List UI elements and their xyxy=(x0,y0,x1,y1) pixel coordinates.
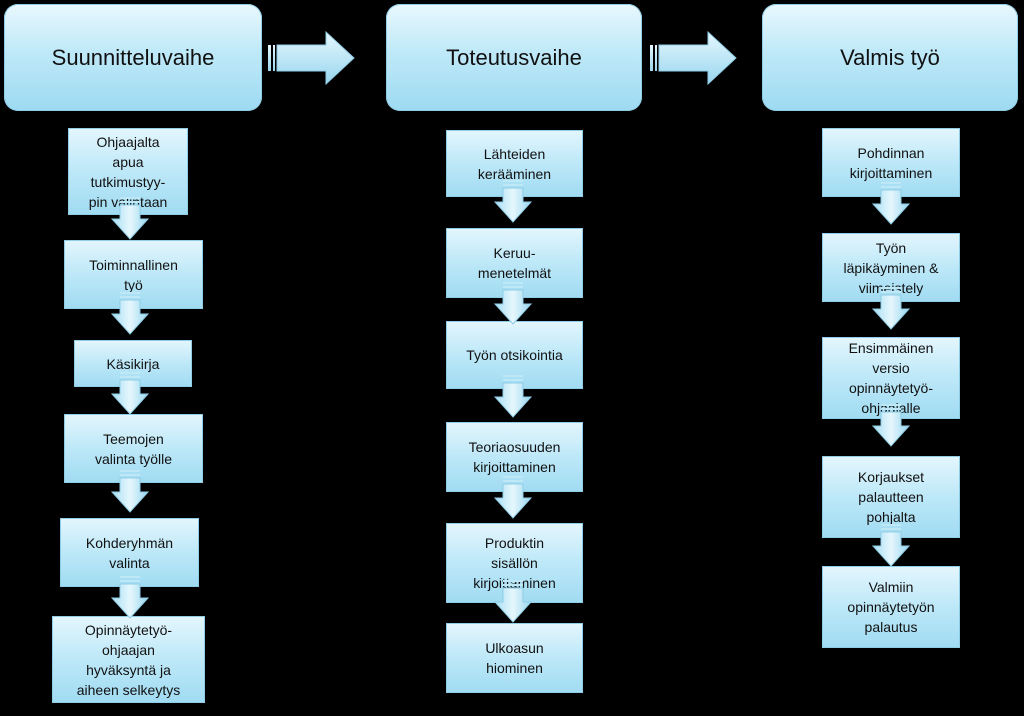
down-arrow-icon xyxy=(111,470,149,514)
down-arrow-icon xyxy=(111,372,149,416)
step-box: Työn läpikäyminen & viimeistely xyxy=(822,233,960,302)
step-box: Kohderyhmän valinta xyxy=(60,518,199,587)
down-arrow-icon xyxy=(872,182,910,226)
down-arrow-icon xyxy=(872,404,910,448)
down-arrow-icon xyxy=(494,282,532,326)
down-arrow-icon xyxy=(494,580,532,624)
down-arrow-icon xyxy=(872,287,910,331)
step-box: Käsikirja xyxy=(74,340,192,387)
down-arrow-icon xyxy=(111,292,149,336)
step-box: Ulkoasun hiominen xyxy=(446,623,583,693)
phase-header-implementation: Toteutusvaihe xyxy=(386,4,642,111)
down-arrow-icon xyxy=(494,180,532,224)
down-arrow-icon xyxy=(494,476,532,520)
phase-header-planning: Suunnitteluvaihe xyxy=(4,4,262,111)
step-box: Valmiin opinnäytetyön palautus xyxy=(822,566,960,648)
down-arrow-icon xyxy=(111,576,149,620)
down-arrow-icon xyxy=(111,197,149,241)
step-box: Opinnäytetyö- ohjaajan hyväksyntä ja aih… xyxy=(52,616,205,703)
down-arrow-icon xyxy=(494,375,532,419)
step-box: Lähteiden kerääminen xyxy=(446,130,583,197)
phase-header-finished: Valmis työ xyxy=(762,4,1018,111)
right-arrow-icon xyxy=(268,30,356,86)
down-arrow-icon xyxy=(872,524,910,568)
step-box: Pohdinnan kirjoittaminen xyxy=(822,128,960,197)
right-arrow-icon xyxy=(650,30,738,86)
step-box: Työn otsikointia xyxy=(446,321,583,389)
